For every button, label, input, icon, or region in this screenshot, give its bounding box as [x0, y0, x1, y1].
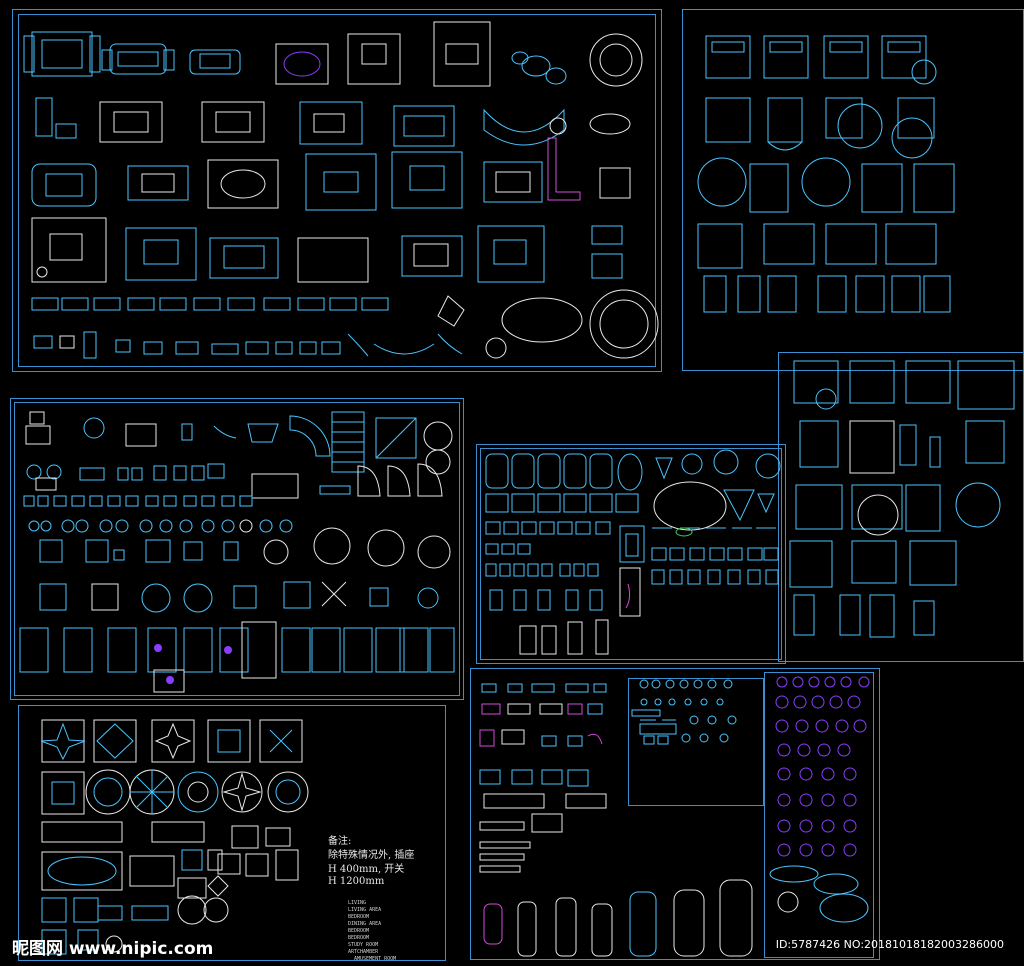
double-bed-icon [789, 540, 957, 638]
bedroom-symbols [697, 35, 955, 313]
double-bed-icon [705, 35, 937, 85]
dining-table-icon [39, 527, 451, 569]
dining-symbols [19, 411, 455, 693]
bedroom-2-symbols [789, 360, 1015, 638]
sofa-set-icon [437, 289, 659, 359]
chair-icon [25, 411, 279, 447]
living-room-symbols [23, 21, 659, 359]
sofa-set-icon [31, 137, 631, 211]
sofa-set-icon [35, 97, 631, 147]
sofa-set-icon [347, 33, 401, 85]
legend-bedroom-2: BEDROOM [348, 928, 370, 934]
chair-icon [479, 683, 607, 873]
legend-study-room: STUDY ROOM [348, 942, 379, 948]
double-bed-icon [793, 360, 1015, 410]
stair-icon [289, 411, 453, 475]
stair-icon [631, 709, 677, 735]
watermark-id: ID:5787426 NO:20181018182003286000 [775, 938, 1004, 951]
remarks-line-3: H 1200mm [328, 876, 385, 887]
bathtub-icon [485, 449, 781, 531]
plant-icon [775, 676, 870, 857]
panel-bathroom [476, 444, 786, 664]
sofa-set-icon [31, 217, 623, 283]
sofa-set-icon [101, 43, 175, 75]
sofa-set-icon [433, 21, 491, 87]
plant-icon [769, 865, 869, 923]
panel-living-room [12, 9, 662, 372]
panel-dining [10, 398, 464, 700]
remarks-title: 备注: [328, 836, 352, 847]
double-bed-icon [697, 157, 955, 213]
floor-tile-pattern-icon [41, 769, 309, 815]
panel-dining-inner [14, 402, 460, 696]
sofa-set-icon [23, 31, 101, 77]
chair-icon [31, 297, 463, 359]
floor-tile-pattern-icon [40, 719, 303, 763]
dining-table-icon [39, 581, 439, 613]
bathroom-symbols [485, 449, 781, 655]
floor-pattern-symbols [40, 719, 309, 955]
sofa-set-icon [511, 51, 567, 85]
chair-icon [26, 463, 225, 491]
floor-tile-pattern-icon [41, 821, 299, 955]
sofa-set-icon [189, 49, 241, 75]
plant-icon [639, 679, 737, 745]
legend-living: LIVING [348, 900, 367, 906]
chair-icon [23, 495, 293, 533]
panel-bathroom-inner [480, 448, 782, 660]
legend-bedroom: BEDROOM [348, 914, 370, 920]
sofa-set-icon [589, 33, 643, 87]
legend-bedroom-3: BEDROOM [348, 935, 370, 941]
dining-table-icon [19, 621, 455, 693]
remarks-line-1: 除特殊情况外, 插座 [328, 850, 415, 861]
double-bed-icon [703, 275, 951, 313]
panel-living-room-inner [18, 14, 656, 367]
double-bed-icon [799, 420, 1005, 474]
panel-misc [470, 668, 880, 960]
double-bed-icon [795, 482, 1001, 536]
double-bed-icon [697, 223, 937, 269]
legend-amusement-room: AMUSEMENT ROOM [354, 956, 397, 962]
car-icon [483, 879, 753, 957]
double-bed-icon [705, 97, 935, 159]
watermark-logo: 昵图网 www.nipic.com [12, 939, 214, 959]
sofa-set-icon [275, 43, 329, 85]
panel-misc-box [628, 678, 764, 806]
toilet-icon [485, 493, 779, 655]
misc-symbols [479, 676, 870, 957]
legend-living-area: LIVING AREA [348, 907, 382, 913]
panel-floor-pattern [18, 705, 446, 961]
piano-icon [251, 463, 443, 499]
remarks-line-2: H 400mm, 开关 [328, 864, 405, 875]
legend-artchamber: ARTCHAMBER [348, 949, 379, 955]
panel-plants [764, 672, 874, 958]
legend-dining-area: DINING AREA [348, 921, 382, 927]
